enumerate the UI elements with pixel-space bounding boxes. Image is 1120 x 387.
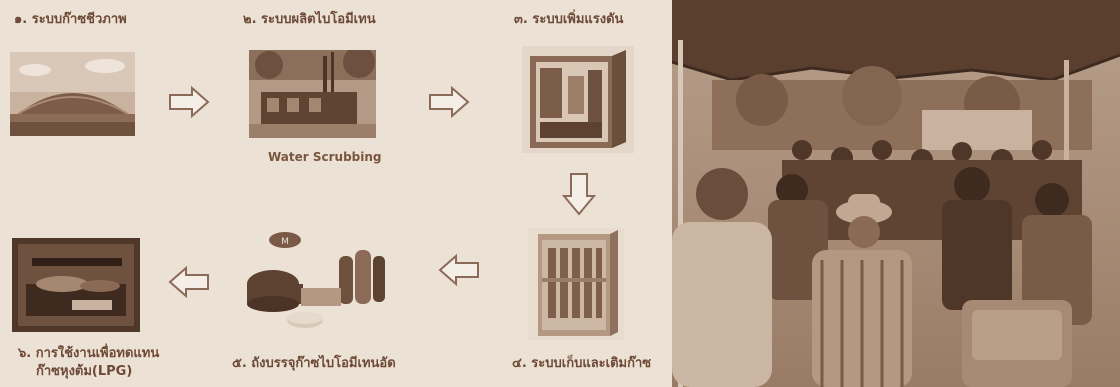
scrubbing-plant-photo — [249, 50, 376, 138]
step-6-label-line2: ก๊าซหุงต้ม(LPG) — [36, 364, 133, 379]
step-2-label: ๒. ระบบผลิตไบโอมีเทน — [243, 12, 376, 27]
storage-rack-photo — [528, 228, 624, 340]
arrow-left-icon — [168, 266, 210, 298]
gas-cylinders-photo: M — [243, 226, 393, 336]
step-5-label: ๕. ถังบรรจุก๊าซไบโอมีเทนอัด — [232, 356, 396, 371]
arrow-right-icon — [428, 86, 470, 118]
compressor-photo — [522, 46, 634, 153]
gas-stove-photo — [12, 238, 140, 332]
water-scrubbing-label: Water Scrubbing — [268, 150, 382, 164]
step-1-label: ๑. ระบบก๊าซชีวภาพ — [14, 12, 127, 27]
process-diagram: ๑. ระบบก๊าซชีวภาพ ๒. ระบบผลิตไบโอมีเทน — [10, 12, 652, 379]
biogas-dome-photo — [10, 52, 135, 136]
arrow-down-icon — [562, 172, 596, 216]
step-3-label: ๓. ระบบเพิ่มแรงดัน — [514, 12, 624, 27]
step-4-label: ๔. ระบบเก็บและเติมก๊าซ — [512, 356, 652, 371]
step-6-label-line1: ๖. การใช้งานเพื่อทดแทน — [18, 346, 160, 361]
arrow-right-icon — [168, 86, 210, 118]
arrow-left-icon — [438, 254, 480, 286]
meeting-photo — [672, 0, 1120, 387]
cylinder-logo: M — [281, 237, 289, 247]
